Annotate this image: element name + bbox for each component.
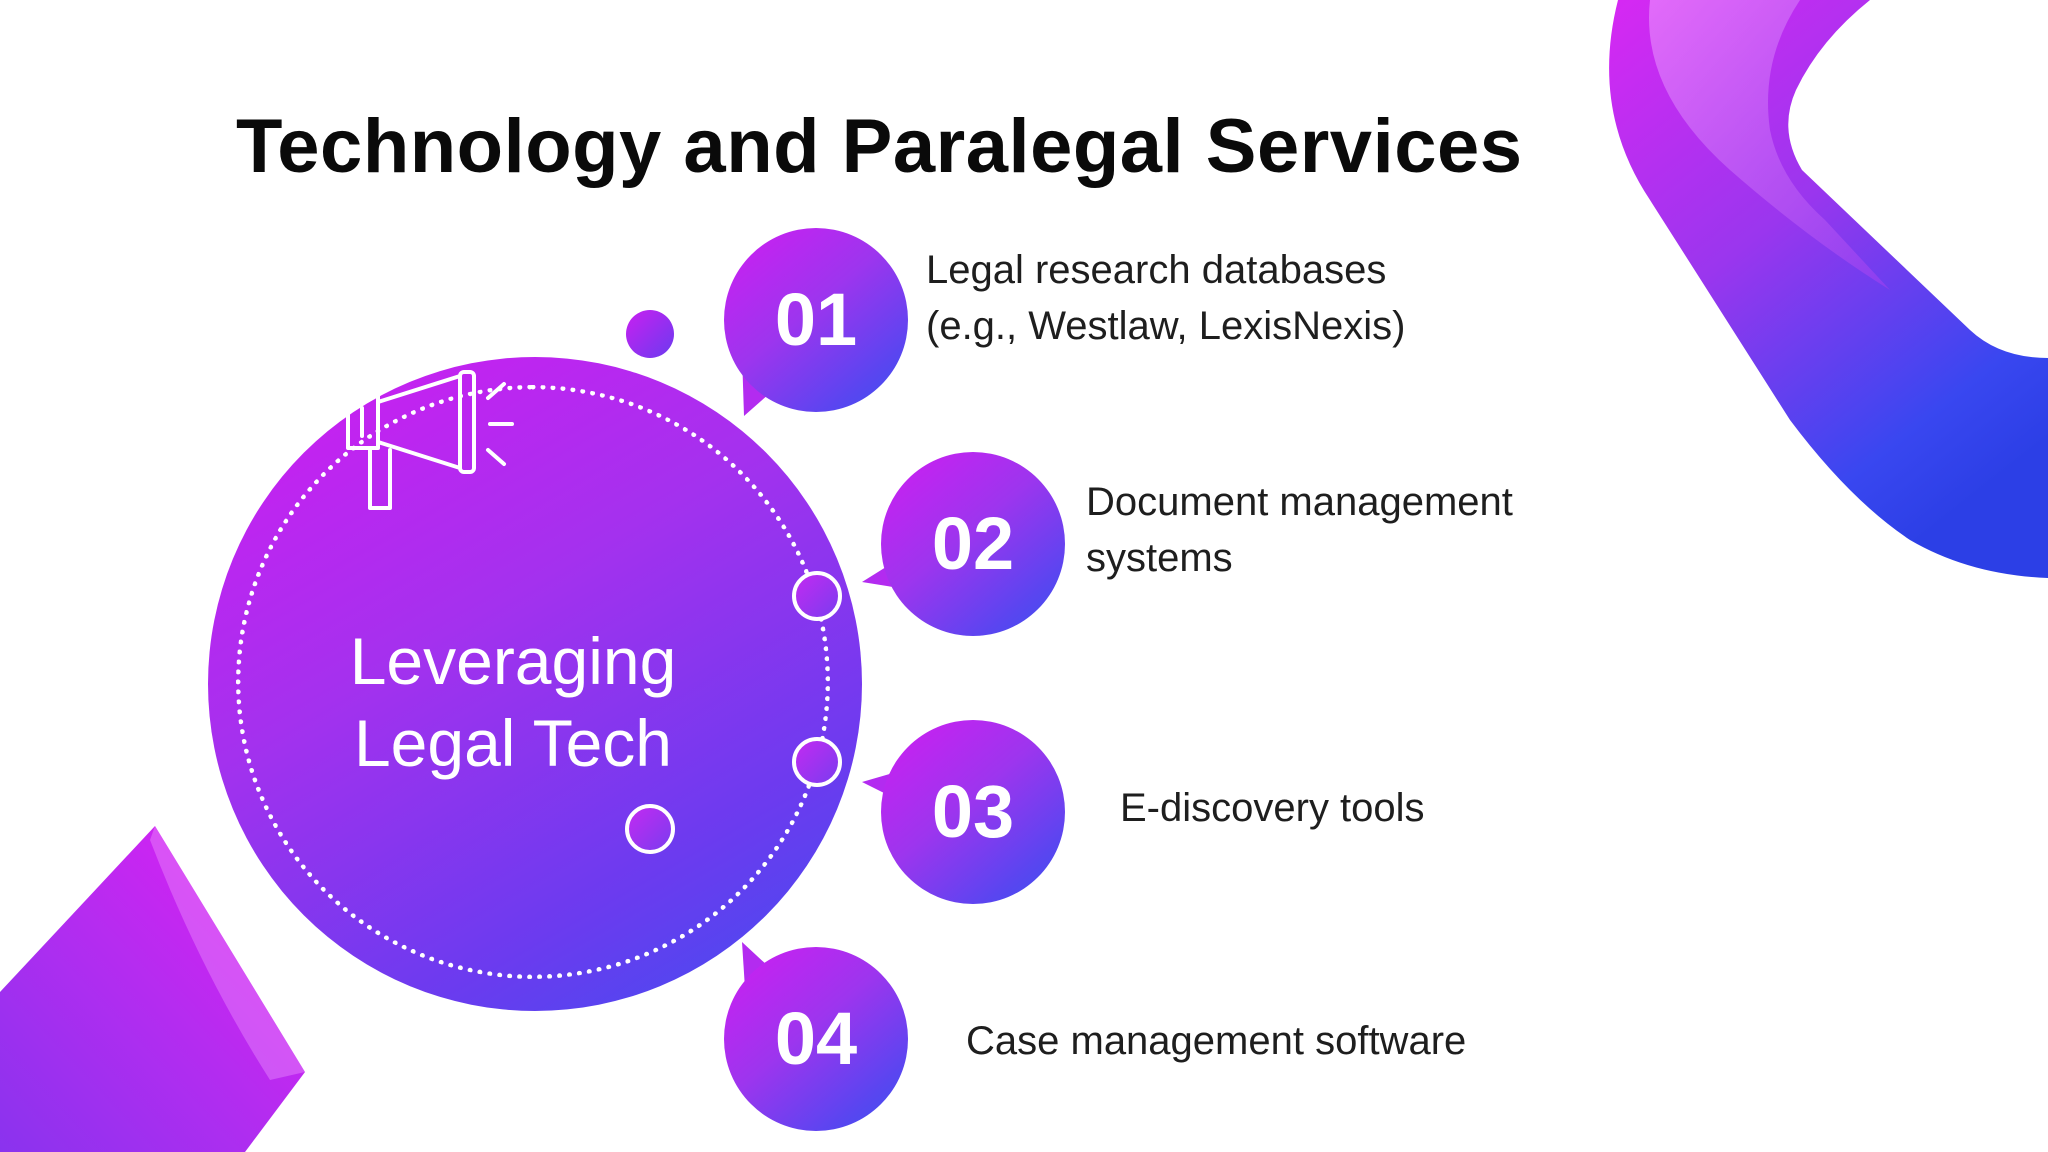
- page-title: Technology and Paralegal Services: [236, 103, 1523, 189]
- item-text-02: Document management systems: [1086, 474, 1513, 586]
- item-line: E-discovery tools: [1120, 786, 1425, 830]
- step-number: 02: [931, 502, 1015, 585]
- step-bubble-03: 03: [881, 720, 1065, 904]
- item-line: Case management software: [966, 1019, 1467, 1063]
- step-bubble-01: 01: [724, 228, 908, 412]
- ring-node: [792, 737, 842, 787]
- item-text-03: E-discovery tools: [1120, 780, 1425, 836]
- item-line: systems: [1086, 536, 1233, 580]
- step-number: 01: [774, 278, 858, 361]
- decorative-dot: [626, 310, 674, 358]
- step-number: 04: [774, 997, 858, 1080]
- item-line: (e.g., Westlaw, LexisNexis): [926, 304, 1406, 348]
- item-line: Document management: [1086, 480, 1513, 524]
- step-bubble-02: 02: [881, 452, 1065, 636]
- center-label-line2: Legal Tech: [353, 706, 673, 780]
- ribbon-decoration-bottom-left: [0, 826, 305, 1152]
- center-label-line1: Leveraging: [349, 624, 677, 698]
- center-label: Leveraging Legal Tech: [258, 620, 768, 784]
- ring-node: [625, 804, 675, 854]
- step-number: 03: [931, 770, 1015, 853]
- ribbon-decoration-top-right: [1609, 0, 2048, 578]
- step-bubble-04: 04: [724, 947, 908, 1131]
- item-line: Legal research databases: [926, 248, 1387, 292]
- item-text-01: Legal research databases (e.g., Westlaw,…: [926, 242, 1405, 354]
- megaphone-icon: [346, 370, 514, 510]
- item-text-04: Case management software: [966, 1013, 1466, 1069]
- ring-node: [792, 571, 842, 621]
- dotted-ring: [236, 385, 830, 979]
